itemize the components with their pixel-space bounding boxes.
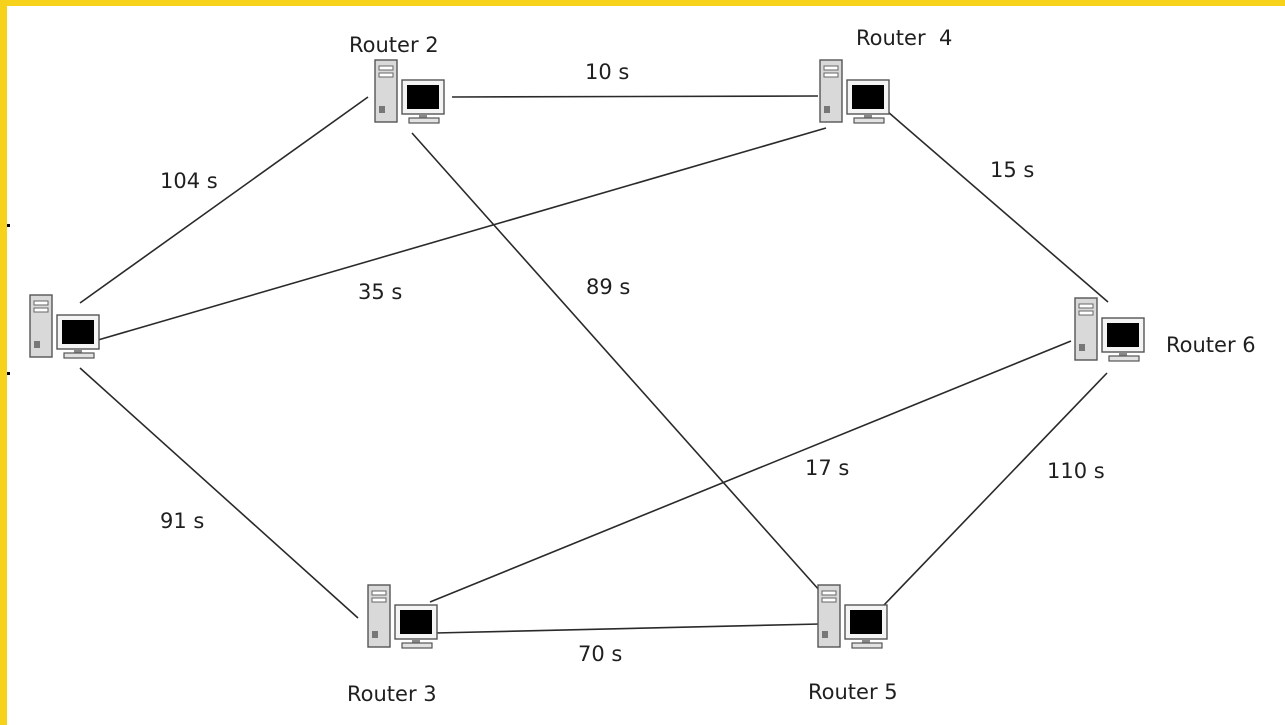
node-label-router-5: Router 5: [808, 680, 898, 704]
edge-router-1-router-3: [79, 367, 359, 619]
edge-router-3-router-5: [434, 623, 821, 634]
edge-label-router-1-router-3: 91 s: [160, 509, 204, 533]
edge-label-router-1-router-2: 104 s: [160, 169, 218, 193]
edge-label-router-3-router-6: 17 s: [805, 456, 849, 480]
computer-icon: [29, 294, 100, 359]
edge-router-1-router-2: [79, 96, 369, 304]
edge-label-router-4-router-6: 15 s: [990, 158, 1034, 182]
node-label-router-3: Router 3: [347, 682, 437, 706]
edge-router-1-router-4: [97, 127, 827, 341]
edge-label-router-1-router-4: 35 s: [358, 280, 402, 304]
computer-icon: [1074, 297, 1145, 362]
node-label-router-6: Router 6: [1166, 333, 1256, 357]
nodes: [29, 59, 1145, 649]
computer-icon: [374, 59, 445, 124]
computer-icon: [819, 59, 890, 124]
edge-mark: [7, 224, 10, 227]
edge-mark: [7, 372, 10, 375]
computer-icon: [367, 584, 438, 649]
edge-router-4-router-6: [887, 111, 1109, 303]
edge-label-router-2-router-4: 10 s: [585, 60, 629, 84]
labels: 104 s 35 s 91 s 10 s 89 s 15 s 17 s 70 s 110 s Ro…: [160, 26, 1256, 706]
edge-label-router-3-router-5: 70 s: [578, 642, 622, 666]
edge-router-2-router-4: [451, 95, 819, 98]
edge-router-3-router-6: [429, 340, 1072, 603]
node-label-router-2: Router 2: [349, 33, 439, 57]
edges: [79, 95, 1109, 634]
edge-router-5-router-6: [883, 372, 1108, 606]
edge-router-2-router-5: [411, 132, 829, 601]
edge-label-router-5-router-6: 110 s: [1047, 459, 1105, 483]
node-label-router-4: Router 4: [856, 26, 952, 50]
edge-label-router-2-router-5: 89 s: [586, 275, 630, 299]
computer-icon: [817, 584, 888, 649]
